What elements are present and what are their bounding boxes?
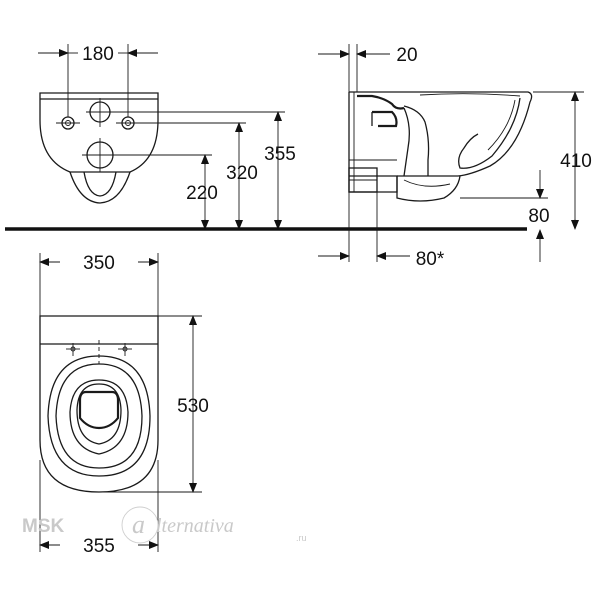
dim-355: 355 [264,111,296,230]
dim-410: 410 [533,91,592,230]
watermark-logo: a [132,510,145,539]
dim-530: 530 [99,315,209,493]
plan-view-bowl [69,379,129,455]
dim-355-label: 355 [264,144,296,165]
dim-220-label: 220 [186,183,218,204]
dim-530-label: 530 [177,396,209,417]
dim-220: 220 [186,154,218,230]
dim-20-label: 20 [396,45,417,66]
watermark: MSK a lternativa .ru [22,506,307,544]
watermark-right: lternativa [156,515,234,537]
side-view [348,91,533,202]
side-view-body [349,91,533,177]
dim-20: 20 [318,44,418,92]
dim-180: 180 [38,44,158,117]
dim-410-label: 410 [560,151,592,172]
front-view [39,92,285,204]
plan-view-flush-opening [78,390,120,430]
plan-view-mounting-marks [66,343,132,356]
plan-view-rim [47,355,151,477]
dim-320: 320 [226,122,258,230]
dim-355-bottom-label: 355 [83,536,115,557]
dim-350: 350 [39,253,159,316]
dim-80-vertical-label: 80 [528,206,549,227]
side-view-lower-bowl [396,175,461,202]
watermark-suffix: .ru [296,533,307,543]
dim-180-label: 180 [82,44,114,65]
dim-355-bottom: 355 [39,460,159,557]
dim-320-label: 320 [226,163,258,184]
side-view-rear [348,92,398,193]
dim-350-label: 350 [83,253,115,274]
dim-80-vertical: 80 [460,170,550,262]
dim-80-horizontal: 80* [318,192,445,270]
watermark-left: MSK [22,516,65,537]
dim-80-horizontal-label: 80* [416,249,445,270]
front-view-body [39,92,159,173]
plan-view [39,315,159,493]
front-view-bowl [69,171,131,204]
